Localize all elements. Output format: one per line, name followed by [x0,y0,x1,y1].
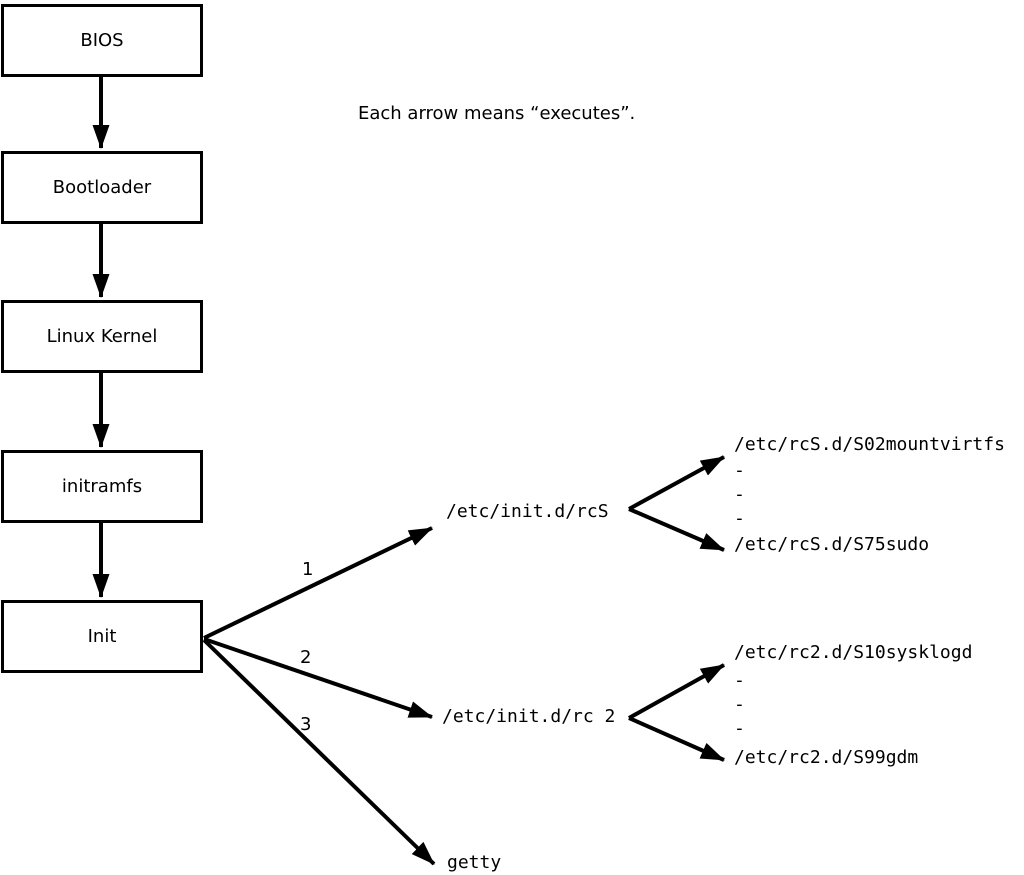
node-linux-kernel: Linux Kernel [1,300,203,373]
ellipsis-dash: - [734,718,745,739]
arrow-rcs-to-s02mountvirtfs [628,455,725,511]
arrow-rc2-to-s99gdm [628,716,725,762]
arrow-init-to-rcs [203,526,433,640]
node-bootloader: Bootloader [1,151,203,224]
node-bios: BIOS [1,4,203,77]
arrow-rc2-to-s10sysklogd [628,663,725,720]
script-s10sysklogd: /etc/rc2.d/S10sysklogd [734,642,973,663]
node-bios-label: BIOS [80,29,124,51]
arrow-init-to-rc2 [203,637,433,719]
branch-number-3: 3 [300,714,312,735]
arrow-init-to-getty [202,638,436,866]
node-bootloader-label: Bootloader [52,176,152,198]
script-s75sudo: /etc/rcS.d/S75sudo [734,534,930,555]
node-init-label: Init [87,625,117,647]
script-s02mountvirtfs: /etc/rcS.d/S02mountvirtfs [734,434,1005,455]
branch-number-1: 1 [302,559,314,580]
branch-number-2: 2 [300,647,312,668]
ellipsis-dash: - [734,460,745,481]
node-initramfs: initramfs [1,450,203,523]
node-initramfs-label: initramfs [61,475,143,497]
legend-note: Each arrow means “executes”. [358,103,636,124]
script-s99gdm: /etc/rc2.d/S99gdm [734,747,919,768]
ellipsis-dash: - [734,694,745,715]
target-etc-init-d-rcs: /etc/init.d/rcS [446,501,609,522]
arrow-rcs-to-s75sudo [628,507,725,552]
node-linux-kernel-label: Linux Kernel [46,325,158,347]
target-getty: getty [447,852,502,873]
target-etc-init-d-rc2: /etc/init.d/rc 2 [442,706,616,727]
node-init: Init [1,600,203,673]
ellipsis-dash: - [734,508,745,529]
ellipsis-dash: - [734,670,745,691]
ellipsis-dash: - [734,484,745,505]
